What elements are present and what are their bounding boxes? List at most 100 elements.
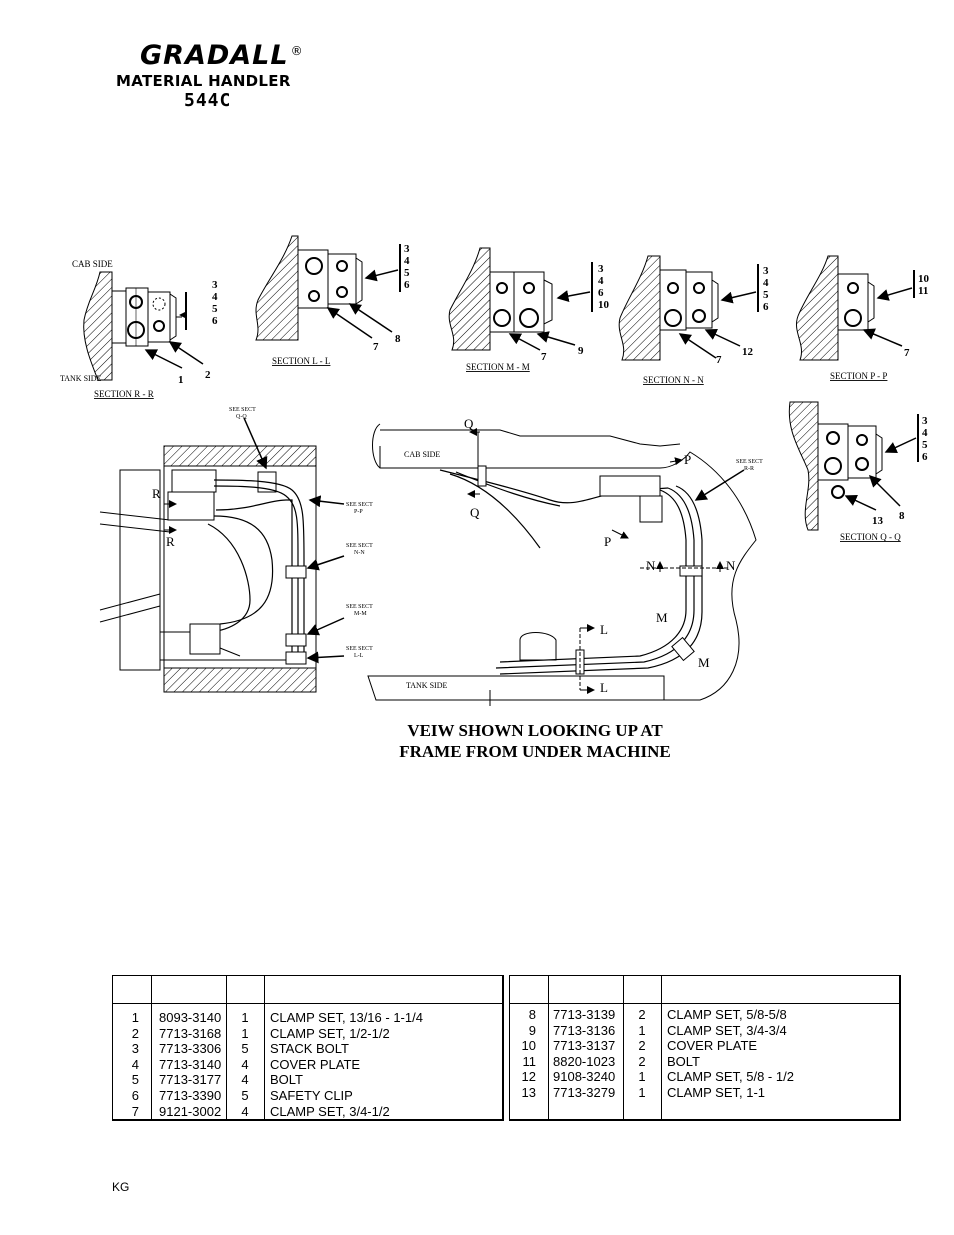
nn-stack-2: 4 — [763, 277, 769, 289]
letter-r-bottom: R — [166, 534, 175, 549]
view-caption: VEIW SHOWN LOOKING UP AT FRAME FROM UNDE… — [300, 720, 770, 762]
mm-stack-4: 10 — [598, 299, 610, 311]
mm-callout-9: 9 — [578, 345, 584, 357]
left-part-cell: 9121-3002 — [159, 1103, 222, 1119]
frame-left-view — [99, 417, 345, 693]
brand-logo: GRADALL® — [140, 40, 304, 71]
right-part-cell: 8820-1023 — [553, 1053, 616, 1069]
left-item-cell: 4 — [131, 1056, 139, 1072]
caption-line-2: FRAME FROM UNDER MACHINE — [399, 742, 671, 761]
right-item-cell: 8 — [528, 1007, 536, 1022]
ll-callout-7: 7 — [373, 341, 379, 353]
right-desc-cell: CLAMP SET, 5/8 - 1/2 — [667, 1069, 794, 1085]
subtitle: MATERIAL HANDLER — [116, 72, 291, 90]
left-part-cell: 7713-3306 — [159, 1041, 222, 1057]
right-part-cell: 7713-3136 — [553, 1022, 616, 1038]
section-rr-drawing — [83, 271, 204, 381]
right-part-cell: 7713-3279 — [553, 1084, 616, 1100]
nn-callout-12: 12 — [742, 346, 754, 358]
section-qq-label: SECTION Q - Q — [840, 532, 901, 542]
rr-stack-3: 5 — [212, 303, 218, 315]
rr-callout-1: 1 — [178, 374, 184, 386]
see-sect-pp-ref: P-P — [354, 509, 363, 515]
caption-line-1: VEIW SHOWN LOOKING UP AT — [407, 721, 663, 740]
right-item-cell: 11 — [522, 1053, 537, 1069]
section-pp-label: SECTION P - P — [830, 371, 887, 381]
left-item-cell: 7 — [131, 1103, 139, 1119]
right-item-cell: 9 — [528, 1022, 536, 1038]
right-desc-cell: CLAMP SET, 1-1 — [667, 1084, 766, 1100]
right-part-cell: 9108-3240 — [553, 1069, 616, 1085]
mm-callout-7: 7 — [541, 351, 547, 363]
see-sect-nn: SEE SECT — [346, 543, 373, 549]
see-sect-mm-ref: M-M — [354, 611, 367, 617]
left-qty-cell: 5 — [241, 1041, 249, 1057]
see-sect-qq-ref: Q-Q — [236, 414, 247, 420]
see-sect-ll: SEE SECT — [346, 646, 373, 652]
ll-stack-3: 5 — [404, 267, 410, 279]
right-qty-cell: 2 — [638, 1053, 646, 1069]
nn-stack-1: 3 — [763, 265, 769, 277]
right-desc-cell: CLAMP SET, 5/8-5/8 — [667, 1007, 787, 1022]
left-qty-cell: 4 — [241, 1072, 249, 1088]
letter-m-bottom: M — [698, 655, 710, 670]
mm-stack-2: 4 — [598, 275, 604, 287]
right-qty-cell: 1 — [638, 1084, 646, 1100]
qq-stack-4: 6 — [922, 451, 928, 463]
ll-stack-4: 6 — [404, 279, 410, 291]
mm-stack-3: 6 — [598, 287, 604, 299]
left-item-cell: 5 — [131, 1072, 139, 1088]
nn-stack-3: 5 — [763, 289, 769, 301]
pp-callout-7: 7 — [904, 347, 910, 359]
left-part-cell: 7713-3168 — [159, 1025, 222, 1041]
left-desc-cell: CLAMP SET, 3/4-1/2 — [270, 1103, 390, 1119]
pp-stack-1: 10 — [918, 273, 930, 285]
right-qty-cell: 1 — [638, 1022, 646, 1038]
frame-right-view — [367, 423, 757, 706]
section-ll-drawing — [255, 235, 401, 341]
see-sect-rr-ref: R-R — [744, 466, 754, 472]
mm-stack-1: 3 — [598, 263, 604, 275]
rr-stack-4: 6 — [212, 315, 218, 327]
tank-side-label: TANK SIDE — [60, 374, 101, 383]
see-sect-pp: SEE SECT — [346, 502, 373, 508]
letter-q-bottom: Q — [470, 505, 480, 520]
see-sect-nn-ref: N-N — [354, 550, 365, 556]
qq-stack-2: 4 — [922, 427, 928, 439]
left-desc-cell: BOLT — [270, 1072, 303, 1088]
tank-side-frame-label: TANK SIDE — [406, 681, 447, 690]
footer-code: KG — [112, 1180, 130, 1194]
section-pp-drawing — [796, 255, 915, 361]
left-qty-cell: 4 — [241, 1056, 249, 1072]
ll-callout-8: 8 — [395, 333, 401, 345]
hose-clamp-diagram: CAB SIDE TANK SIDE SECTION R - R 3 4 5 6… — [60, 235, 930, 706]
rr-stack-2: 4 — [212, 291, 218, 303]
qq-stack-3: 5 — [922, 439, 928, 451]
see-sect-rr: SEE SECT — [736, 459, 763, 465]
left-qty-cell: 4 — [241, 1103, 249, 1119]
qq-callout-8: 8 — [899, 510, 905, 522]
nn-stack-4: 6 — [763, 301, 769, 313]
left-desc-cell: SAFETY CLIP — [270, 1087, 353, 1103]
section-mm-drawing — [448, 247, 593, 351]
see-sect-mm: SEE SECT — [346, 604, 373, 610]
left-desc-cell: COVER PLATE — [270, 1056, 361, 1072]
letter-l-bottom: L — [600, 680, 608, 695]
left-item-cell: 6 — [131, 1087, 139, 1103]
right-item-cell: 10 — [521, 1038, 536, 1054]
right-part-cell: 7713-3139 — [553, 1007, 616, 1022]
section-nn-label: SECTION N - N — [643, 375, 704, 385]
right-desc-cell: CLAMP SET, 3/4-3/4 — [667, 1022, 787, 1038]
right-item-cell: 13 — [521, 1084, 536, 1100]
left-part-cell: 7713-3177 — [159, 1072, 222, 1088]
left-item-cell: 2 — [131, 1025, 139, 1041]
section-qq-drawing — [788, 401, 919, 531]
right-desc-cell: COVER PLATE — [667, 1038, 758, 1054]
section-mm-label: SECTION M - M — [466, 362, 530, 372]
